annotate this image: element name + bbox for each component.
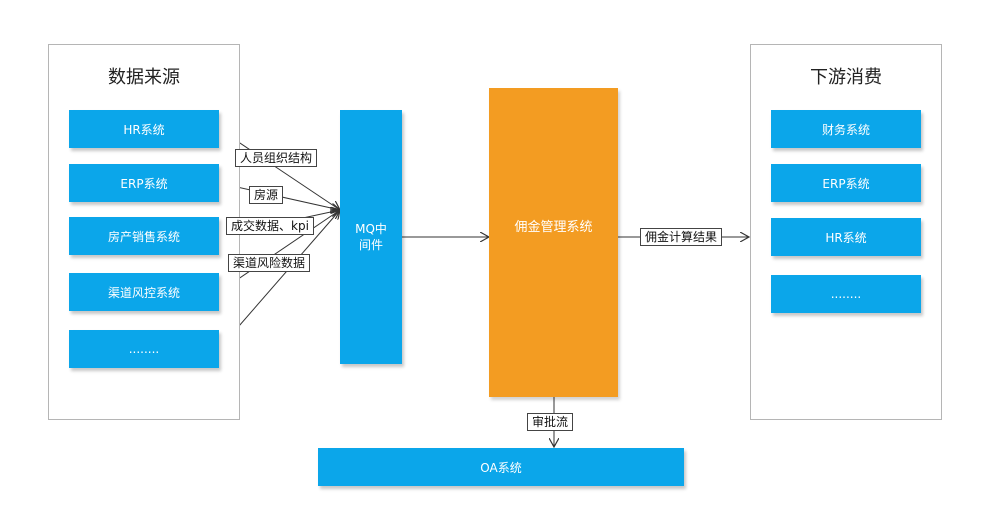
edge-label-housing: 房源 (249, 186, 284, 204)
downstream-finance-system[interactable]: 财务系统 (771, 110, 921, 148)
source-property-sales-system[interactable]: 房产销售系统 (69, 217, 219, 255)
edge-label-approval-flow: 审批流 (527, 413, 574, 431)
source-hr-system[interactable]: HR系统 (69, 110, 219, 148)
data-source-title: 数据来源 (108, 67, 180, 88)
commission-management-label: 佣金管理系统 (514, 220, 593, 235)
downstream-erp-system[interactable]: ERP系统 (771, 164, 921, 202)
commission-management-system[interactable]: 佣金管理系统 (489, 88, 618, 397)
source-more-systems[interactable]: ........ (69, 330, 219, 368)
downstream-title: 下游消费 (810, 67, 882, 88)
oa-system[interactable]: OA系统 (318, 448, 684, 486)
source-channel-risk-system[interactable]: 渠道风控系统 (69, 273, 219, 311)
edge-label-org-structure: 人员组织结构 (235, 149, 318, 167)
edge-label-commission-result: 佣金计算结果 (640, 228, 723, 246)
edge-label-deal-kpi: 成交数据、kpi (226, 217, 314, 235)
mq-middleware[interactable]: MQ中 间件 (340, 110, 402, 364)
downstream-more-systems[interactable]: ........ (771, 275, 921, 313)
downstream-hr-system[interactable]: HR系统 (771, 218, 921, 256)
mq-middleware-label: MQ中 间件 (355, 222, 387, 252)
edge-label-channel-risk: 渠道风险数据 (228, 254, 311, 272)
source-erp-system[interactable]: ERP系统 (69, 164, 219, 202)
